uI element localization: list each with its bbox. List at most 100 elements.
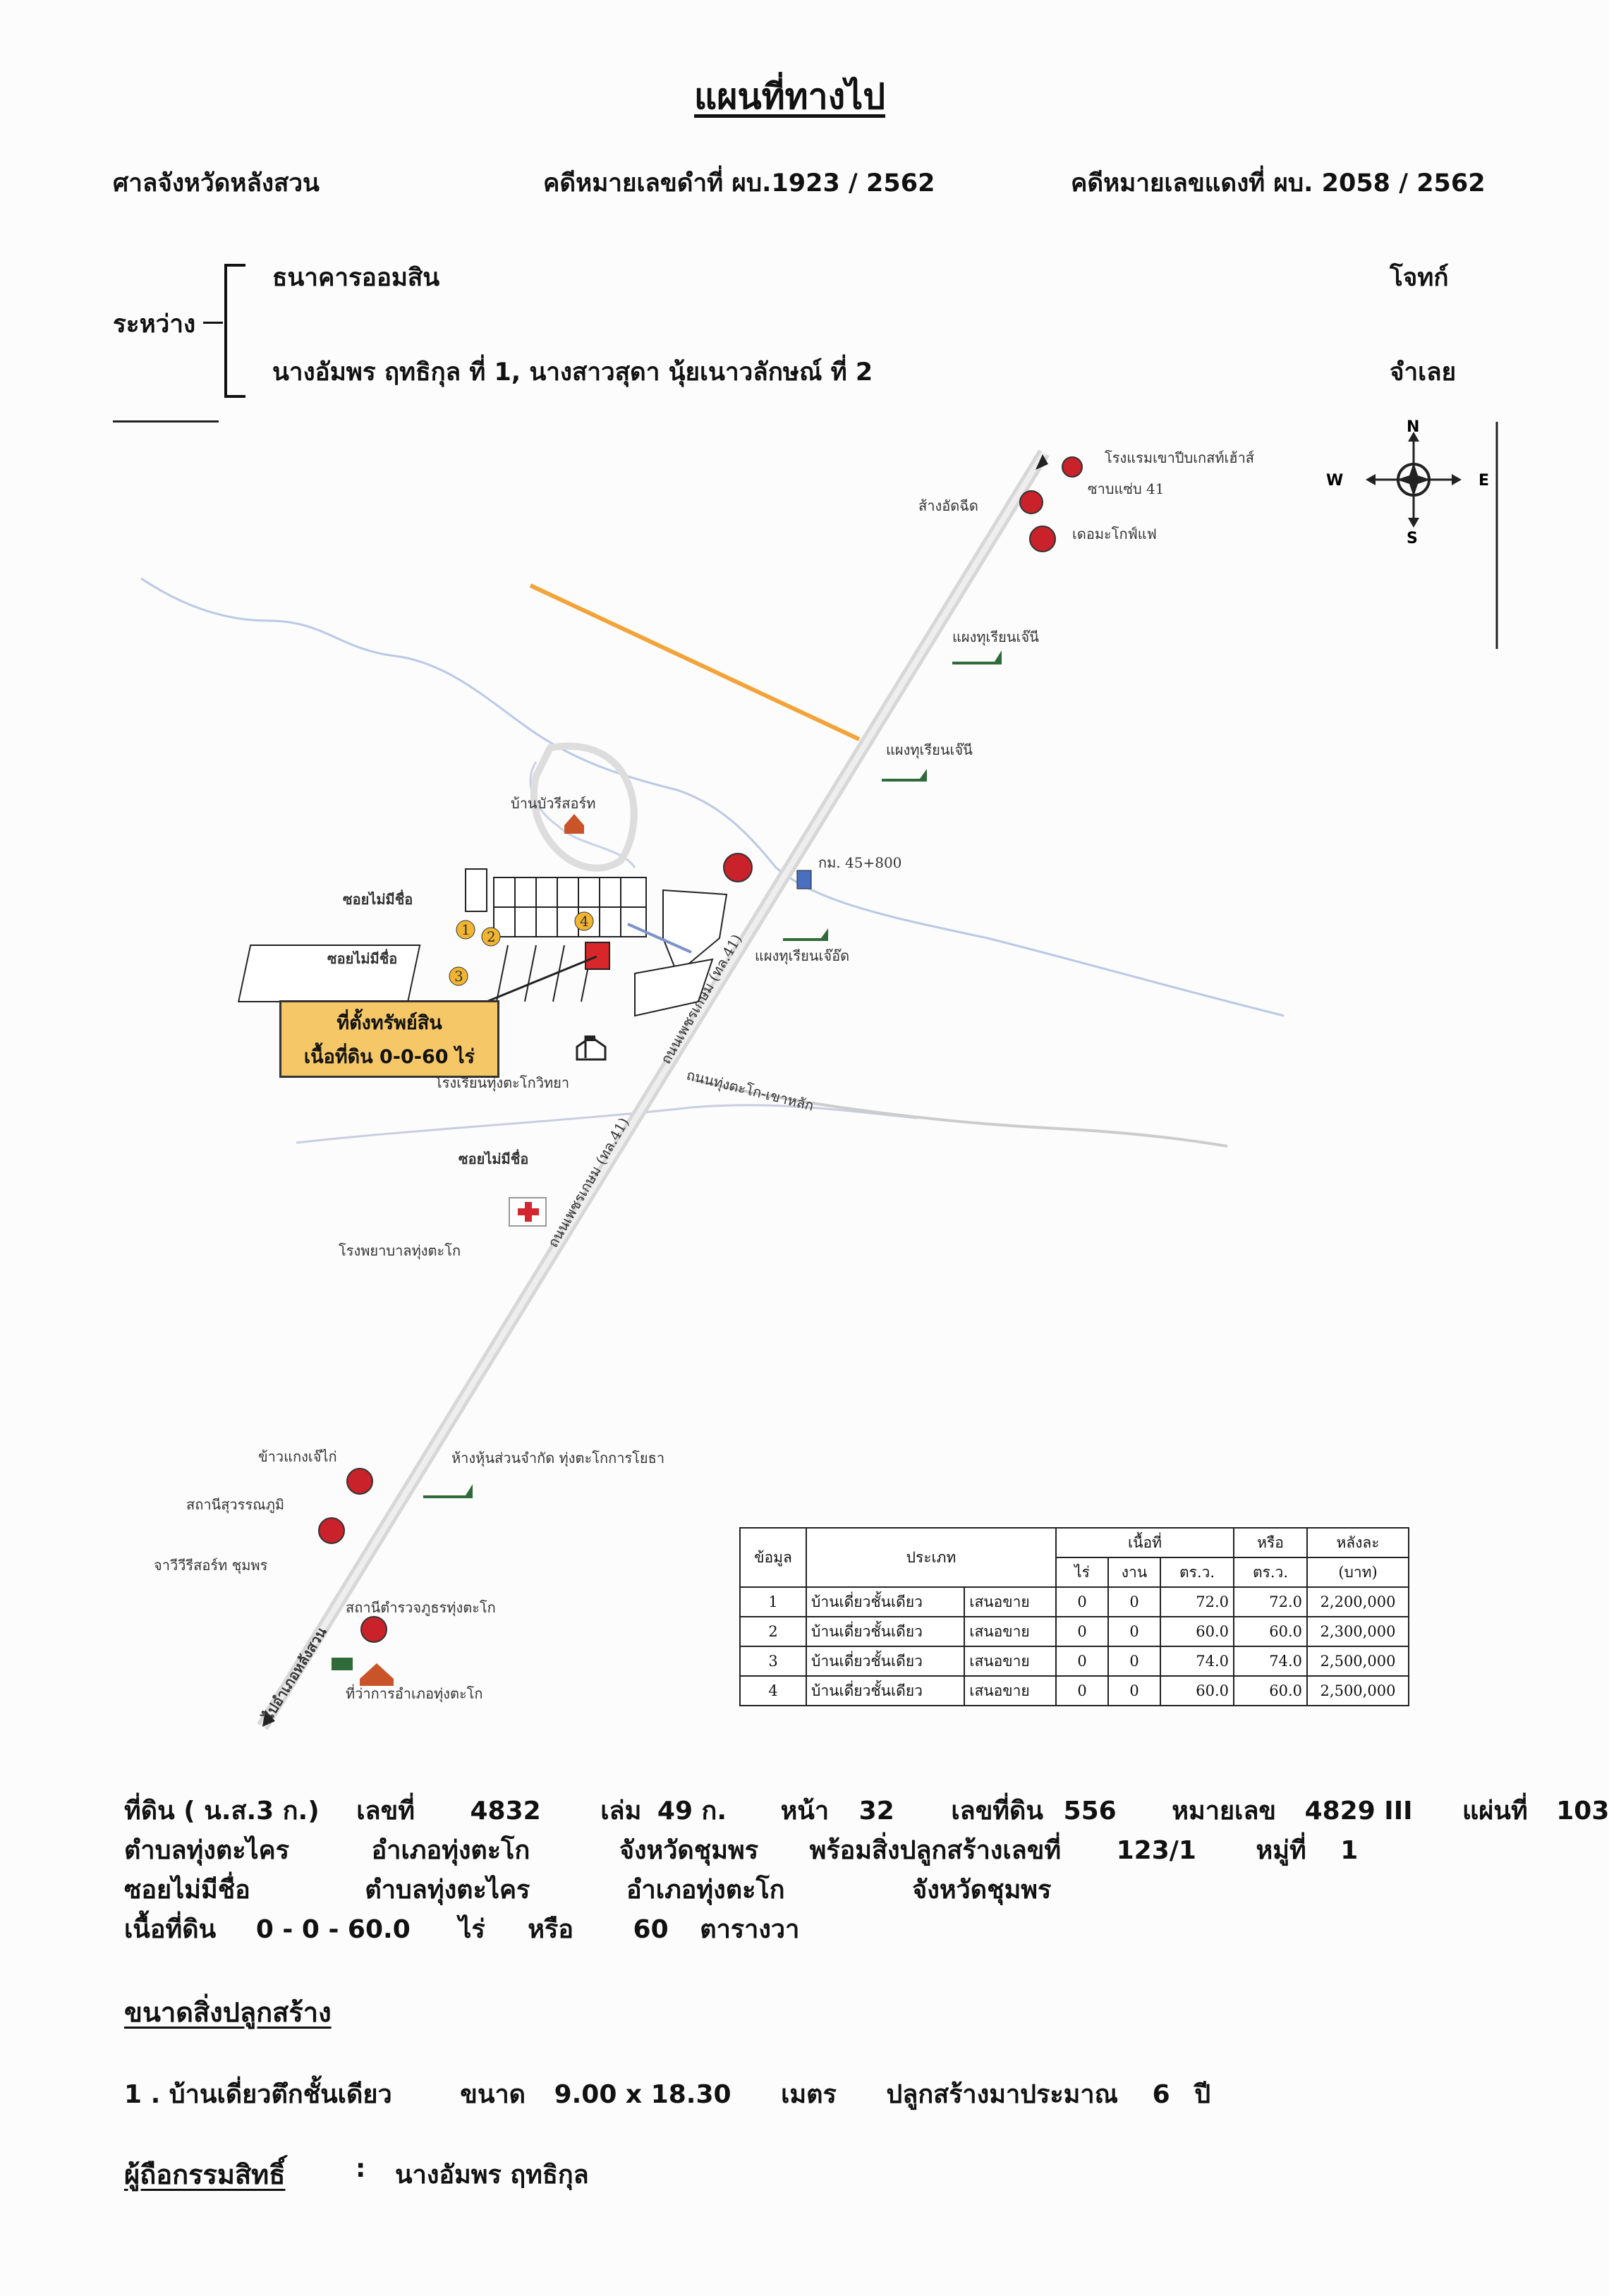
cell-wa: 60.0	[1160, 1616, 1234, 1647]
label-police: สถานีตำรวจภูธรทุ่งตะโก	[346, 1599, 496, 1617]
subdistrict-2: ตำบลทุ่งตะไคร	[365, 1876, 530, 1905]
between-label: ระหว่าง	[113, 310, 196, 339]
moo-no: 1	[1340, 1836, 1359, 1865]
book-no: 49 ก.	[657, 1797, 727, 1826]
label-km: กม. 45+800	[818, 854, 901, 871]
defendant-names: นางอัมพร ฤทธิกุล ที่ 1, นางสาวสุดา นุ้ยเ…	[272, 358, 873, 387]
land-info-line-3: ซอยไม่มีชื่อ ตำบลทุ่งตะไคร อำเภอทุ่งตะโก…	[124, 1869, 1051, 1909]
cell-wa2: 74.0	[1233, 1646, 1308, 1677]
land-info-line-4: เนื้อที่ดิน 0 - 0 - 60.0 ไร่ หรือ 60 ตาร…	[124, 1909, 799, 1949]
label-rice: ข้าวแกงเจ๊ไก่	[258, 1448, 337, 1465]
soi-loop	[530, 742, 638, 872]
cell-wa: 60.0	[1160, 1675, 1234, 1706]
label-station: สถานีสุวรรณภูมิ	[186, 1496, 284, 1514]
cell-rai: 0	[1055, 1675, 1109, 1706]
parcel-no: 556	[1063, 1797, 1117, 1826]
km-post-icon	[796, 870, 812, 889]
wa-value: 60	[633, 1915, 669, 1944]
cell-ngan: 0	[1107, 1586, 1161, 1617]
label-soi-2: ซอยไม่มีชื่อ	[327, 948, 397, 967]
parties-brace	[224, 264, 245, 398]
sheet-no: 103	[1556, 1797, 1609, 1826]
lot-1: 1	[461, 921, 470, 938]
land-info-line-1: ที่ดิน ( น.ส.3 ก.) เลขที่ 4832 เล่ม 49 ก…	[124, 1790, 1609, 1830]
label-district: ที่ว่าการอำเภอทุ่งตะโก	[346, 1684, 483, 1703]
th-area: เนื้อที่	[1055, 1527, 1234, 1558]
court-name: ศาลจังหวัดหลังสวน	[113, 169, 320, 198]
label-soi-1: ซอยไม่มีชื่อ	[343, 889, 413, 908]
resort-markers	[360, 814, 584, 1686]
black-case-number: คดีหมายเลขดำที่ ผบ.1923 / 2562	[543, 169, 935, 198]
label-durian-1: แผงทุเรียนเจ๊นี	[952, 628, 1039, 646]
cell-wa2: 60.0	[1233, 1616, 1308, 1647]
plaintiff-name: ธนาคารออมสิน	[272, 264, 440, 292]
brace-stem	[203, 322, 223, 324]
province-2: จังหวัดชุมพร	[912, 1876, 1052, 1905]
label-side-road: ถนนทุ่งตะโก-เขาหลัก	[685, 1067, 816, 1115]
cell-type: บ้านเดี่ยวชั้นเดียว	[805, 1586, 966, 1617]
cell-type: บ้านเดี่ยวชั้นเดียว	[805, 1675, 966, 1706]
label-resort-top: โรงแรมเขาปีบเกสท์เฮ้าส์	[1105, 449, 1254, 466]
cell-rai: 0	[1055, 1616, 1109, 1647]
number-label: หมายเลข	[1172, 1797, 1277, 1826]
th-ngan: งาน	[1107, 1557, 1161, 1588]
label-coffee: เดอมะโกฟ์แฟ	[1072, 526, 1157, 542]
property-callout: ที่ตั้งทรัพย์สิน เนื้อที่ดิน 0-0-60 ไร่	[279, 1000, 499, 1078]
cell-wa: 74.0	[1160, 1646, 1234, 1677]
label-durian-3: แผงทุเรียนเจ๊อ๊ด	[755, 947, 849, 965]
building-item: 1 . บ้านเดี่ยวตึกชั้นเดียว ขนาด 9.00 x 1…	[124, 2074, 1210, 2114]
cell-rai: 0	[1055, 1646, 1109, 1677]
soi-line	[627, 923, 692, 954]
cell-wa: 72.0	[1160, 1586, 1234, 1617]
building-no: 123/1	[1116, 1836, 1196, 1865]
red-case-number: คดีหมายเลขแดงที่ ผบ. 2058 / 2562	[1071, 169, 1486, 198]
meter-label: เมตร	[781, 2080, 837, 2109]
lot-markers: 1 2 3 4	[449, 911, 594, 986]
cell-no: 1	[739, 1586, 807, 1617]
side-road	[691, 1078, 1228, 1148]
soi-name: ซอยไม่มีชื่อ	[124, 1876, 250, 1905]
age-value: 6	[1152, 2080, 1170, 2109]
school-icon	[576, 1035, 607, 1061]
building-type: 1 . บ้านเดี่ยวตึกชั้นเดียว	[124, 2080, 392, 2109]
north-arrow-head	[1036, 454, 1048, 470]
age-label: ปลูกสร้างมาประมาณ	[886, 2080, 1119, 2109]
compass-w: W	[1326, 472, 1343, 490]
province: จังหวัดชุมพร	[619, 1836, 759, 1865]
size-value: 9.00 x 18.30	[554, 2080, 731, 2109]
parcel-label: เลขที่ดิน	[951, 1797, 1044, 1826]
book-label: เล่ม	[600, 1797, 642, 1826]
cell-wa2: 72.0	[1233, 1586, 1308, 1617]
parcel-grid	[237, 868, 728, 1017]
building-heading: ขนาดสิ่งปลูกสร้าง	[124, 1997, 332, 2028]
cell-no: 4	[739, 1675, 807, 1706]
cell-ngan: 0	[1107, 1675, 1161, 1706]
deed-no-label: เลขที่	[356, 1797, 415, 1826]
th-no: ข้อมูล	[739, 1527, 807, 1588]
plaintiff-role: โจทก์	[1390, 264, 1449, 292]
wa-label: ตารางวา	[700, 1915, 800, 1944]
route-map: 1 2 3 4 N S E W	[140, 418, 1498, 1730]
owner-colon: :	[356, 2154, 366, 2183]
cell-offer: เสนอขาย	[964, 1646, 1057, 1677]
cell-rai: 0	[1055, 1586, 1109, 1617]
number-value: 4829 III	[1304, 1797, 1413, 1826]
shop-markers	[332, 650, 1002, 1670]
defendant-role: จำเลย	[1390, 358, 1457, 387]
compass-icon: N S E W	[1326, 418, 1489, 547]
cell-offer: เสนอขาย	[964, 1616, 1057, 1647]
cell-type: บ้านเดี่ยวชั้นเดียว	[805, 1646, 966, 1677]
moo-label: หมู่ที่	[1256, 1836, 1306, 1865]
page-no: 32	[858, 1797, 894, 1826]
lot-4: 4	[580, 913, 589, 930]
lot-2: 2	[487, 928, 496, 945]
cell-ngan: 0	[1107, 1616, 1161, 1647]
label-resort-mid: บ้านบัวรีสอร์ท	[511, 795, 595, 812]
deed-no: 4832	[470, 1797, 541, 1826]
cell-offer: เสนอขาย	[964, 1675, 1057, 1706]
area-value: 0 - 0 - 60.0	[255, 1915, 411, 1944]
stream-line	[296, 1104, 918, 1144]
